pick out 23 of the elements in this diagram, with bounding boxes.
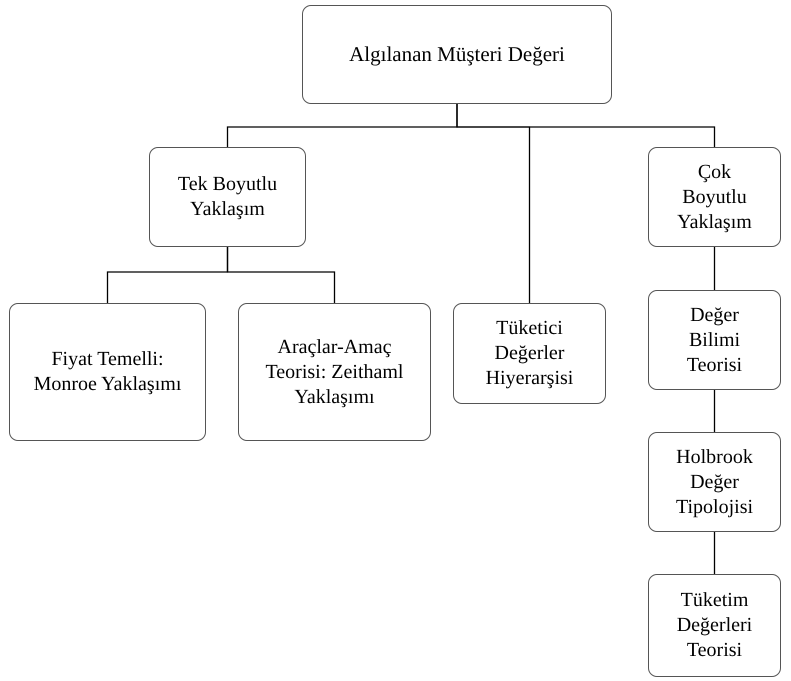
connector-line [714,247,716,290]
rounded-box [9,303,206,441]
connector-line [226,247,336,303]
box-label: Tek Boyutlu Yaklaşım [176,172,278,222]
rounded-box [648,432,781,532]
box-label: Çok Boyutlu Yaklaşım [676,160,753,234]
box-label: Fiyat Temelli: Monroe Yaklaşımı [32,347,182,397]
rounded-box [453,303,606,404]
connector-line [714,390,716,432]
box-label: Değer Bilimi Teorisi [686,302,744,378]
connector-line [714,532,716,574]
box-label: Algılanan Müşteri Değeri [349,41,565,68]
rounded-box [149,147,306,247]
connector-line [456,104,716,147]
box-label: Tüketim Değerleri Teorisi [676,588,754,663]
box-label: Tüketici Değerler Hiyerarşisi [484,316,574,391]
box-label: Holbrook Değer Tipolojisi [674,444,754,520]
rounded-box [648,147,781,247]
rounded-box [238,303,431,441]
rounded-box [302,5,612,104]
box-label: Araçlar-Amaç Teorisi: Zeithaml Yaklaşımı [264,334,404,410]
rounded-box [648,290,781,390]
rounded-box [648,574,781,677]
